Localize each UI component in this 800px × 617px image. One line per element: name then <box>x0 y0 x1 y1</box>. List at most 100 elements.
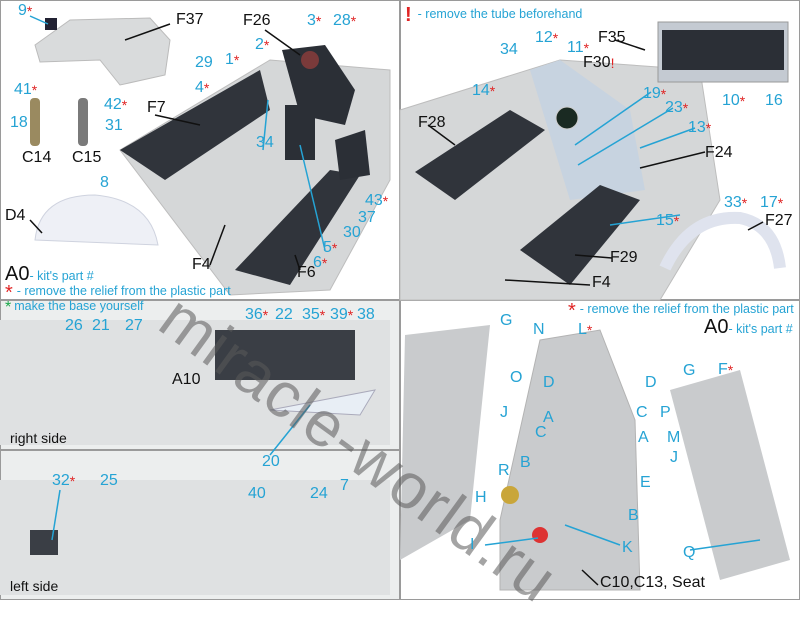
part-label-26: 26 <box>65 318 83 334</box>
part-label-text: 11 <box>567 39 584 56</box>
legend-green-star: *make the base yourself <box>5 299 143 317</box>
part-label-text: C <box>535 424 547 441</box>
part-label-mark: ! <box>610 55 615 71</box>
part-label-text: 29 <box>195 54 213 71</box>
part-label-mark: * <box>69 473 76 489</box>
seat-center <box>499 329 641 591</box>
part-label-text: B <box>628 507 639 524</box>
part-label-c10-c13-seat: C10,C13, Seat <box>600 575 705 591</box>
legend-a0-symbol: A0 <box>704 316 729 338</box>
part-label-text: 10 <box>722 92 740 109</box>
part-label-text: 26 <box>65 317 83 334</box>
part-label-f28: F28 <box>418 115 446 131</box>
part-label-text: 24 <box>310 485 328 502</box>
part-label-text: 30 <box>343 224 361 241</box>
part-label-text: 37 <box>358 209 376 226</box>
part-label-text: 31 <box>105 117 123 134</box>
part-label-m: M <box>667 430 680 446</box>
part-label-text: R <box>498 462 510 479</box>
part-label-text: F <box>718 361 728 378</box>
part-label-18: 18 <box>10 115 28 131</box>
part-label-text: 2 <box>255 36 264 53</box>
part-label-text: J <box>670 449 678 466</box>
legend-exclaim-text: - remove the tube beforehand <box>417 7 583 21</box>
part-label-text: C <box>636 404 648 421</box>
part-11-gauge <box>555 106 579 130</box>
f26-gauge <box>301 51 319 69</box>
part-label-o: O <box>510 370 522 386</box>
part-label-text: 36 <box>245 306 263 323</box>
legend-a0-text: - kit's part # <box>728 322 793 336</box>
part-label-f35: F35 <box>598 30 626 46</box>
part-label-mark: * <box>350 13 357 29</box>
part-label-mark: * <box>583 40 590 56</box>
part-label-text: 9 <box>18 2 27 19</box>
part-label-j: J <box>670 450 678 466</box>
part-label-text: 1 <box>225 51 234 68</box>
part-label-text: 39 <box>330 306 348 323</box>
part-label-7: 7 <box>340 478 349 494</box>
part-label-36: 36* <box>245 306 268 324</box>
part-label-text: 18 <box>10 114 28 131</box>
part-label-text: D <box>645 374 657 391</box>
right-side-label: right side <box>10 430 67 446</box>
f27-part <box>659 211 786 271</box>
part-label-h: H <box>475 490 487 506</box>
part-label-10: 10* <box>722 92 745 110</box>
legend-star-text: - remove the relief from the plastic par… <box>16 284 231 298</box>
part-label-i: I <box>470 537 474 553</box>
part-h-ring <box>501 486 519 504</box>
part-label-f7: F7 <box>147 100 166 116</box>
part-9-decal <box>45 18 57 30</box>
part-label-text: F4 <box>192 256 211 273</box>
part-label-31: 31 <box>105 118 123 134</box>
diagram-artwork <box>0 15 790 595</box>
part-label-text: C10,C13, Seat <box>600 574 705 591</box>
part-label-text: 15 <box>656 212 674 229</box>
part-label-27: 27 <box>125 318 143 334</box>
part-label-12: 12* <box>535 30 558 47</box>
part-label-text: 40 <box>248 485 266 502</box>
legend-a0-symbol: A0 <box>5 263 30 285</box>
part-label-text: 17 <box>760 194 778 211</box>
f6-console <box>235 170 360 285</box>
c14-part <box>30 98 40 146</box>
part-label-text: A <box>543 409 554 426</box>
f24-panel <box>530 60 645 200</box>
part-label-p: P <box>660 405 671 421</box>
part-label-text: 5 <box>323 239 332 256</box>
part-label-21: 21 <box>92 318 110 334</box>
part-label-text: 41 <box>14 81 32 98</box>
part-label-mark: * <box>233 52 240 68</box>
legend-star: *- remove the relief from the plastic pa… <box>5 282 231 305</box>
part-label-mark: * <box>347 307 354 323</box>
part-label-25: 25 <box>100 473 118 489</box>
part-label-f30: F30! <box>583 55 615 72</box>
part-label-text: 42 <box>104 96 122 113</box>
part-label-mark: * <box>26 3 33 19</box>
part-label-text: A <box>638 429 649 446</box>
part-label-text: F27 <box>765 212 793 229</box>
part-label-text: 6 <box>313 254 322 271</box>
part-label-g: G <box>500 313 512 329</box>
part-label-text: 20 <box>262 453 280 470</box>
seat-right <box>670 370 790 580</box>
part-label-text: F28 <box>418 114 446 131</box>
legend-star-text: - remove the relief from the plastic par… <box>579 302 794 316</box>
part-label-f4: F4 <box>192 257 211 273</box>
part-label-f29: F29 <box>610 250 638 266</box>
part-label-text: C15 <box>72 149 102 166</box>
f28-console <box>415 110 545 200</box>
part-label-a10: A10 <box>172 372 200 388</box>
part-label-3: 3* <box>307 13 321 30</box>
part-label-text: N <box>533 321 545 338</box>
part-label-mark: * <box>705 120 712 136</box>
part-label-23: 23* <box>665 100 688 117</box>
part-label-text: 8 <box>100 174 109 191</box>
part-label-text: F29 <box>610 249 638 266</box>
legend-kits-part-seats: A0- kit's part # <box>704 316 793 339</box>
part-label-42: 42* <box>104 96 127 114</box>
part-label-text: 25 <box>100 472 118 489</box>
part-label-mark: * <box>319 307 326 323</box>
part-label-text: I <box>470 536 475 553</box>
